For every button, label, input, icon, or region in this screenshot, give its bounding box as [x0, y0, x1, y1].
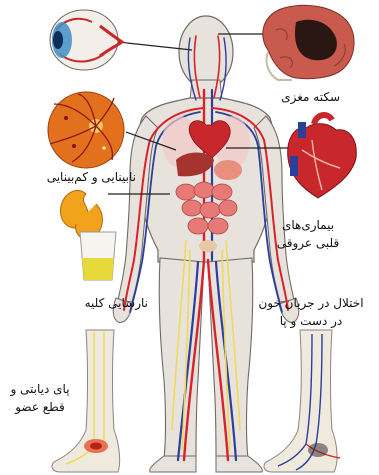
urine-glass-illustration: [80, 232, 116, 280]
stomach: [214, 160, 242, 180]
label-circulation-line1: اختلال در جریان خون: [248, 294, 374, 312]
retina-illustration: [48, 92, 124, 168]
label-foot-line2: قطع عضو: [4, 398, 76, 416]
eye-illustration: [50, 10, 122, 70]
circulation-foot-illustration: [264, 330, 340, 472]
label-heart-disease: بیماری‌های قلبی عروقی: [270, 216, 346, 252]
heart-illustration: [288, 115, 357, 198]
label-foot-line1: پای دیابتی و: [4, 380, 76, 398]
left-foot: [150, 456, 196, 472]
label-diabetic-foot: پای دیابتی و قطع عضو: [4, 380, 76, 416]
right-leg: [208, 258, 253, 458]
right-foot: [216, 456, 262, 472]
label-heart-line1: بیماری‌های: [270, 216, 346, 234]
label-circulation-line2: در دست و پا: [248, 312, 374, 330]
bladder: [199, 240, 217, 252]
torso: [138, 98, 274, 262]
label-blindness: نابینایی و کم‌بینایی: [6, 168, 136, 186]
label-kidney-failure: نارسایی کلیه: [64, 294, 148, 312]
brain-illustration: [263, 5, 354, 80]
label-circulation: اختلال در جریان خون در دست و پا: [248, 294, 374, 330]
label-stroke: سکته مغزی: [276, 88, 340, 106]
label-heart-line2: قلبی عروقی: [270, 234, 346, 252]
